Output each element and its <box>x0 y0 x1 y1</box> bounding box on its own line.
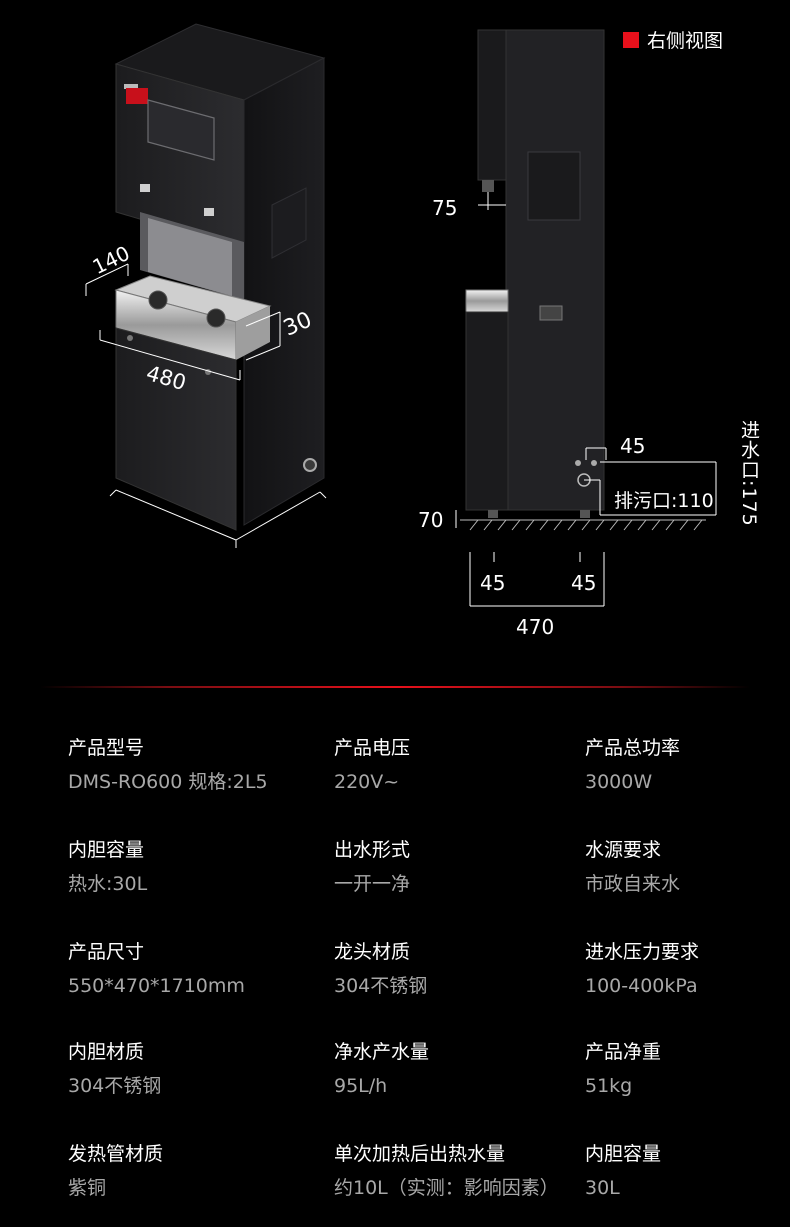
spec-label: 发热管材质 <box>68 1143 164 1165</box>
product-drawings <box>85 23 717 607</box>
spec-label: 内胆材质 <box>68 1041 145 1063</box>
dim-inlet: 进水口:175 <box>738 420 760 527</box>
spec-label: 单次加热后出热水量 <box>334 1143 506 1165</box>
spec-label: 产品型号 <box>68 737 145 759</box>
spec-model: 产品型号 DMS-RO600 规格:2L5 <box>68 736 268 794</box>
machine-front-view <box>85 23 327 548</box>
spec-value: 220V~ <box>334 771 400 793</box>
spec-purified-output: 净水产水量 95L/h <box>334 1040 429 1098</box>
spec-hot-water-per-heat: 单次加热后出热水量 约10L（实测：影响因素） <box>334 1142 559 1200</box>
spec-tank-capacity-2: 内胆容量 30L <box>585 1142 661 1200</box>
spec-size: 产品尺寸 550*470*1710mm <box>68 940 245 998</box>
spec-value: 100-400kPa <box>585 975 698 997</box>
spec-faucet-material: 龙头材质 304不锈钢 <box>334 940 427 998</box>
spec-inlet-pressure: 进水压力要求 100-400kPa <box>585 940 699 998</box>
spec-value: 304不锈钢 <box>334 975 428 997</box>
spec-value: 约10L（实测：影响因素） <box>334 1177 559 1199</box>
legend-square-icon <box>623 31 639 48</box>
spec-value: 市政自来水 <box>585 873 681 895</box>
spec-heater-material: 发热管材质 紫铜 <box>68 1142 163 1200</box>
spec-tank-capacity: 内胆容量 热水:30L <box>68 838 147 896</box>
spec-value: 紫铜 <box>68 1177 107 1199</box>
dim-feet-height: 70 <box>418 508 444 532</box>
dim-foot-right: 45 <box>571 571 597 595</box>
spec-water-source: 水源要求 市政自来水 <box>585 838 680 896</box>
spec-voltage: 产品电压 220V~ <box>334 736 410 794</box>
spec-value: 550*470*1710mm <box>68 975 245 997</box>
spec-label: 内胆容量 <box>68 839 145 861</box>
spec-value: 30L <box>585 1177 620 1199</box>
dim-foot-left: 45 <box>480 571 506 595</box>
spec-value: 3000W <box>585 771 653 793</box>
view-label: 右侧视图 <box>647 30 724 52</box>
dim-port-spacing: 45 <box>620 434 646 458</box>
spec-value: 一开一净 <box>334 873 411 895</box>
spec-value: 304不锈钢 <box>68 1075 162 1097</box>
dim-faucet-clearance: 75 <box>432 196 458 220</box>
spec-label: 产品尺寸 <box>68 941 145 963</box>
spec-label: 内胆容量 <box>585 1143 662 1165</box>
spec-outlet-type: 出水形式 一开一净 <box>334 838 410 896</box>
spec-value: 热水:30L <box>68 873 148 895</box>
spec-net-weight: 产品净重 51kg <box>585 1040 661 1098</box>
spec-label: 龙头材质 <box>334 941 411 963</box>
section-divider <box>40 686 750 688</box>
spec-label: 进水压力要求 <box>585 941 700 963</box>
spec-power: 产品总功率 3000W <box>585 736 680 794</box>
inlet-port-icon <box>575 460 581 466</box>
spec-label: 产品电压 <box>334 737 411 759</box>
spec-value: 51kg <box>585 1075 633 1097</box>
drain-grille-left-icon <box>148 290 168 310</box>
brand-logo <box>124 84 138 89</box>
drain-grille-right-icon <box>206 308 226 328</box>
spec-label: 出水形式 <box>334 839 411 861</box>
spec-value: DMS-RO600 规格:2L5 <box>68 771 268 793</box>
spec-tank-material: 内胆材质 304不锈钢 <box>68 1040 161 1098</box>
view-legend: 右侧视图 <box>623 26 723 53</box>
pure-water-button-icon <box>204 208 214 216</box>
indicator-icon <box>126 88 148 104</box>
spec-label: 产品总功率 <box>585 737 681 759</box>
display-screen <box>147 99 215 161</box>
hot-water-button-icon <box>140 184 150 192</box>
spec-label: 水源要求 <box>585 839 662 861</box>
spec-label: 净水产水量 <box>334 1041 430 1063</box>
spec-value: 95L/h <box>334 1075 388 1097</box>
outlet-port-icon <box>591 460 597 466</box>
inlet-valve-icon <box>303 458 317 472</box>
dim-depth: 470 <box>516 615 555 639</box>
spec-label: 产品净重 <box>585 1041 662 1063</box>
machine-side-view <box>455 29 717 607</box>
dim-drain: 排污口:110 <box>614 490 714 512</box>
